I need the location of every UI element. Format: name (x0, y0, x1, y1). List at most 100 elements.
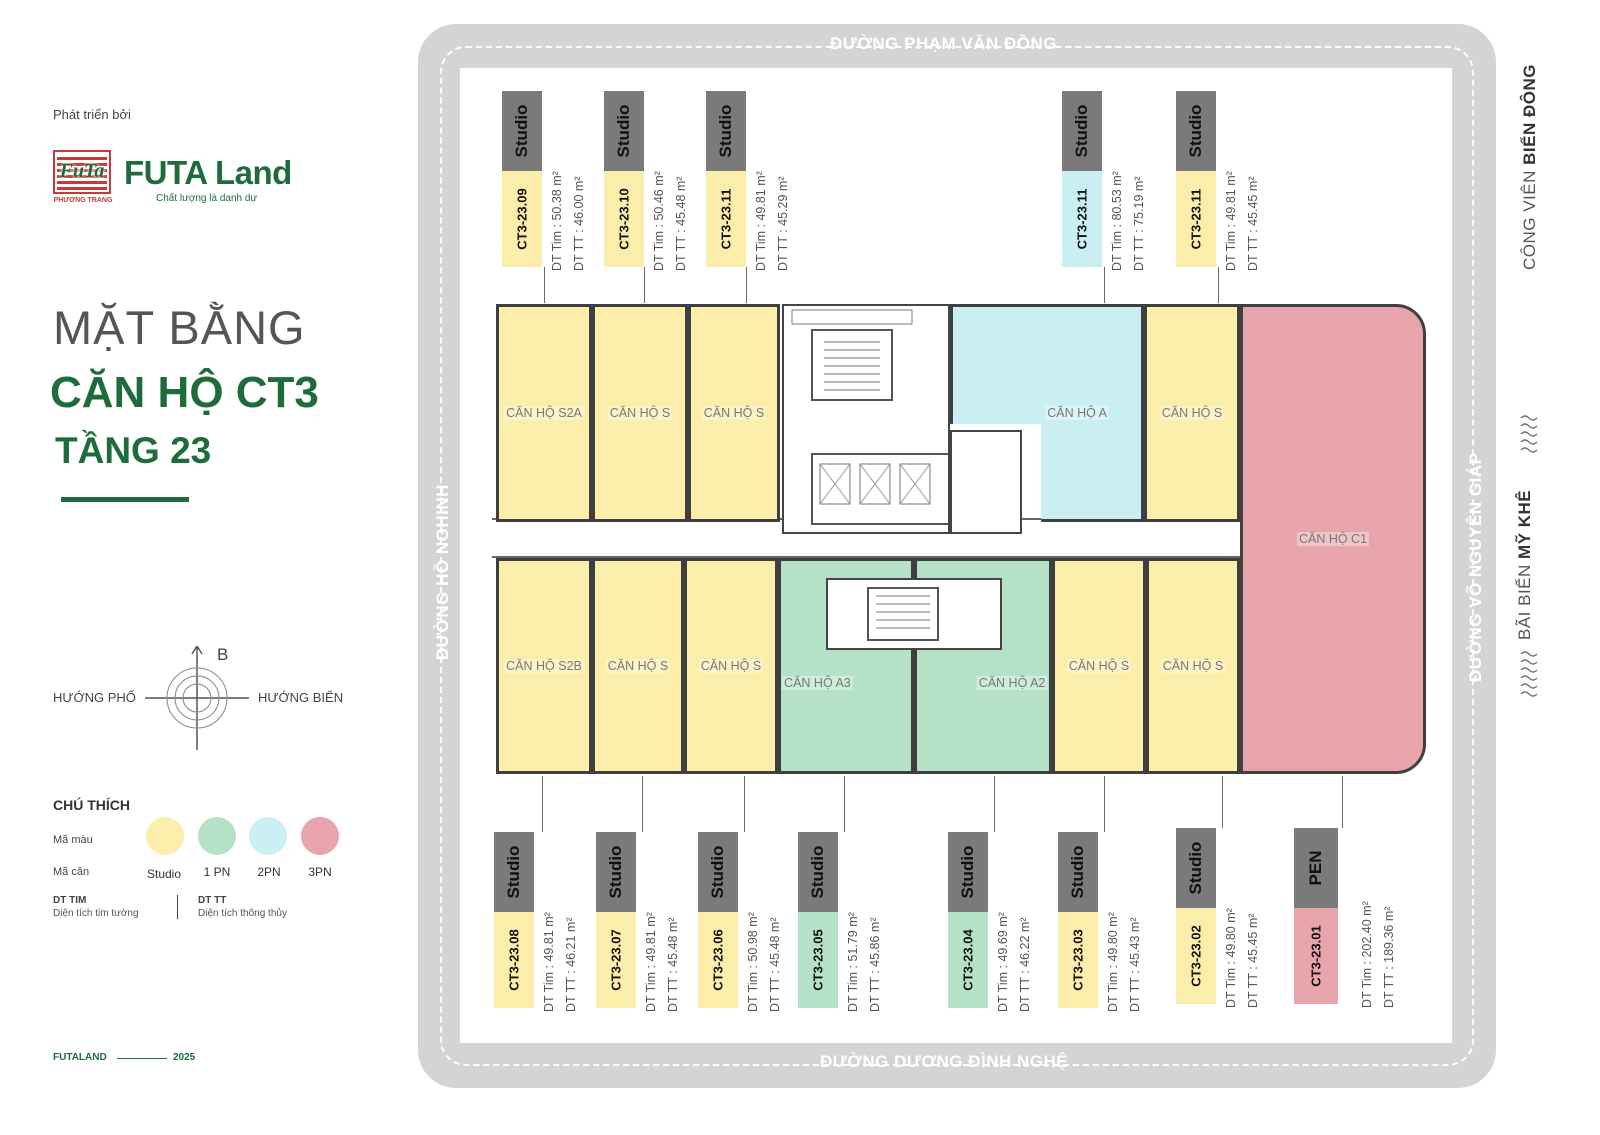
unit-type-box: Studio (698, 832, 738, 912)
unit-type-box: Studio (596, 832, 636, 912)
dt-tt-col: DT TT : 46.22 m² (1014, 842, 1036, 1012)
unit-code: CT3-23.11 (1074, 188, 1090, 250)
unit-code-box: CT3-23.10 (604, 171, 644, 267)
unit-dt-tt: DT TT : 45.48 m² (674, 176, 688, 271)
unit-type-box: Studio (502, 91, 542, 171)
leader-line (544, 267, 545, 303)
legend-dot-1pn (198, 817, 236, 855)
logo-monogram: FuTa (59, 160, 105, 182)
plan-unit[interactable]: CĂN HỘ C1 (1240, 304, 1426, 774)
plan-unit-label: CĂN HỘ A2 (976, 675, 1048, 690)
dt-tim-col: DT Tim : 49.81 m² (640, 842, 662, 1012)
leader-line (1222, 776, 1223, 828)
park-label: CÔNG VIÊN BIỂN ĐÔNG (1520, 64, 1540, 270)
unit-dt-tim: DT Tim : 80.53 m² (1110, 171, 1124, 271)
unit-code: CT3-23.05 (810, 929, 826, 991)
legend-divider (177, 895, 178, 919)
unit-dt-tim: DT Tim : 51.79 m² (846, 912, 860, 1012)
unit-dt-tt: DT TT : 45.43 m² (1128, 917, 1142, 1012)
beach-label: BÃI BIỂN MỸ KHÊ (1515, 490, 1535, 640)
waves-icon (1520, 415, 1538, 453)
unit-type-box: Studio (1176, 828, 1216, 908)
dt-tim-col: DT Tim : 202.40 m² (1356, 838, 1378, 1008)
leader-line (744, 776, 745, 832)
unit-area-info: DT Tim : 50.46 m² DT TT : 45.48 m² (648, 101, 708, 271)
plan-unit-label: CĂN HỘ S2B (504, 659, 584, 673)
leader-line (1104, 267, 1105, 303)
plan-unit[interactable]: CĂN HỘ S (1146, 558, 1240, 774)
plan-unit[interactable]: CĂN HỘ S2A (496, 304, 592, 522)
unit-type: Studio (512, 104, 531, 158)
unit-dt-tim: DT Tim : 49.81 m² (644, 912, 658, 1012)
unit-type-box: PEN (1294, 828, 1338, 908)
plan-unit[interactable]: CĂN HỘ S (592, 304, 688, 522)
plan-unit[interactable]: CĂN HỘ S (1052, 558, 1146, 774)
unit-dt-tt: DT TT : 45.45 m² (1246, 176, 1260, 271)
unit-dt-tim: DT Tim : 49.80 m² (1106, 912, 1120, 1012)
logo-stripes (57, 154, 107, 190)
dt-tt-col: DT TT : 45.29 m² (772, 101, 794, 271)
lift-lobby (950, 430, 1022, 534)
unit-dt-tim: DT Tim : 202.40 m² (1360, 901, 1374, 1008)
dt-tim-col: DT Tim : 80.53 m² (1106, 101, 1128, 271)
unit-code: CT3-23.03 (1070, 929, 1086, 991)
plan-unit[interactable]: CĂN HỘ S (1144, 304, 1240, 522)
elevator-stair-core (782, 304, 1013, 534)
unit-dt-tt: DT TT : 45.48 m² (768, 917, 782, 1012)
unit-dt-tt: DT TT : 45.29 m² (776, 176, 790, 271)
unit-dt-tt: DT TT : 45.86 m² (868, 917, 882, 1012)
compass-left-label: HƯỚNG PHỐ (53, 690, 136, 705)
dt-tim-description: Diện tích tim tường (53, 908, 139, 919)
page-title-line1: MẶT BẰNG (53, 301, 306, 354)
dt-tim-col: DT Tim : 51.79 m² (842, 842, 864, 1012)
unit-area-info: DT Tim : 50.38 m² DT TT : 46.00 m² (546, 101, 606, 271)
dt-tim-col: DT Tim : 49.80 m² (1102, 842, 1124, 1012)
brand-name: FUTA Land (124, 154, 292, 191)
unit-area-info: DT Tim : 202.40 m² DT TT : 189.36 m² (1356, 838, 1416, 1008)
unit-code-box: CT3-23.02 (1176, 908, 1216, 1004)
unit-dt-tim: DT Tim : 49.81 m² (754, 171, 768, 271)
unit-area-info: DT Tim : 49.81 m² DT TT : 45.45 m² (1220, 101, 1280, 271)
unit-type: Studio (1186, 104, 1205, 158)
unit-tag-top: Studio CT3-23.11 DT Tim : 49.81 m² DT TT… (706, 91, 856, 303)
unit-code-box: CT3-23.08 (494, 912, 534, 1008)
unit-type: Studio (1186, 841, 1205, 895)
plan-unit[interactable]: CĂN HỘ S2B (496, 558, 592, 774)
unit-code-box: CT3-23.09 (502, 171, 542, 267)
plan-unit[interactable]: CĂN HỘ S (592, 558, 684, 774)
plan-unit-label: CĂN HỘ S2A (504, 406, 584, 420)
road-lane-marking (440, 46, 1474, 1066)
unit-tag-bottom: Studio CT3-23.08 DT Tim : 49.81 m² DT TT… (494, 776, 644, 1018)
park-label-name: BIỂN ĐÔNG (1520, 64, 1539, 165)
dt-tim-col: DT Tim : 50.98 m² (742, 842, 764, 1012)
dt-tt-col: DT TT : 45.48 m² (764, 842, 786, 1012)
unit-area-info: DT Tim : 49.81 m² DT TT : 45.48 m² (640, 842, 700, 1012)
unit-type-box: Studio (798, 832, 838, 912)
unit-dt-tim: DT Tim : 49.81 m² (542, 912, 556, 1012)
unit-dt-tim: DT Tim : 49.69 m² (996, 912, 1010, 1012)
legend-color-label: Mã màu (53, 834, 93, 846)
unit-code: CT3-23.06 (710, 929, 726, 991)
leader-line (542, 776, 543, 832)
plan-unit[interactable]: CĂN HỘ S (684, 558, 778, 774)
plan-unit[interactable]: CĂN HỘ S (688, 304, 780, 522)
page-title-line3: TẦNG 23 (55, 430, 212, 471)
legend-name-2pn: 2PN (257, 865, 281, 879)
unit-code-box: CT3-23.11 (1176, 171, 1216, 267)
unit-code-box: CT3-23.11 (706, 171, 746, 267)
stair-detail (867, 587, 939, 641)
unit-area-info: DT Tim : 49.81 m² DT TT : 45.29 m² (750, 101, 810, 271)
unit-code: CT3-23.09 (514, 188, 530, 250)
legend-name-studio: Studio (146, 867, 182, 881)
unit-type: Studio (716, 104, 735, 158)
unit-type-box: Studio (948, 832, 988, 912)
legend-code-label: Mã căn (53, 866, 90, 878)
plan-unit-label: CĂN HỘ S (1159, 406, 1225, 420)
road-label-bottom: ĐƯỜNG DƯƠNG ĐÌNH NGHỆ (820, 1052, 1069, 1071)
unit-area-info: DT Tim : 49.80 m² DT TT : 45.45 m² (1220, 838, 1280, 1008)
title-underline (61, 497, 189, 502)
leader-line (746, 267, 747, 303)
unit-code: CT3-23.11 (718, 188, 734, 250)
unit-type-box: Studio (1176, 91, 1216, 171)
page-title-line2: CĂN HỘ CT3 (50, 368, 319, 417)
